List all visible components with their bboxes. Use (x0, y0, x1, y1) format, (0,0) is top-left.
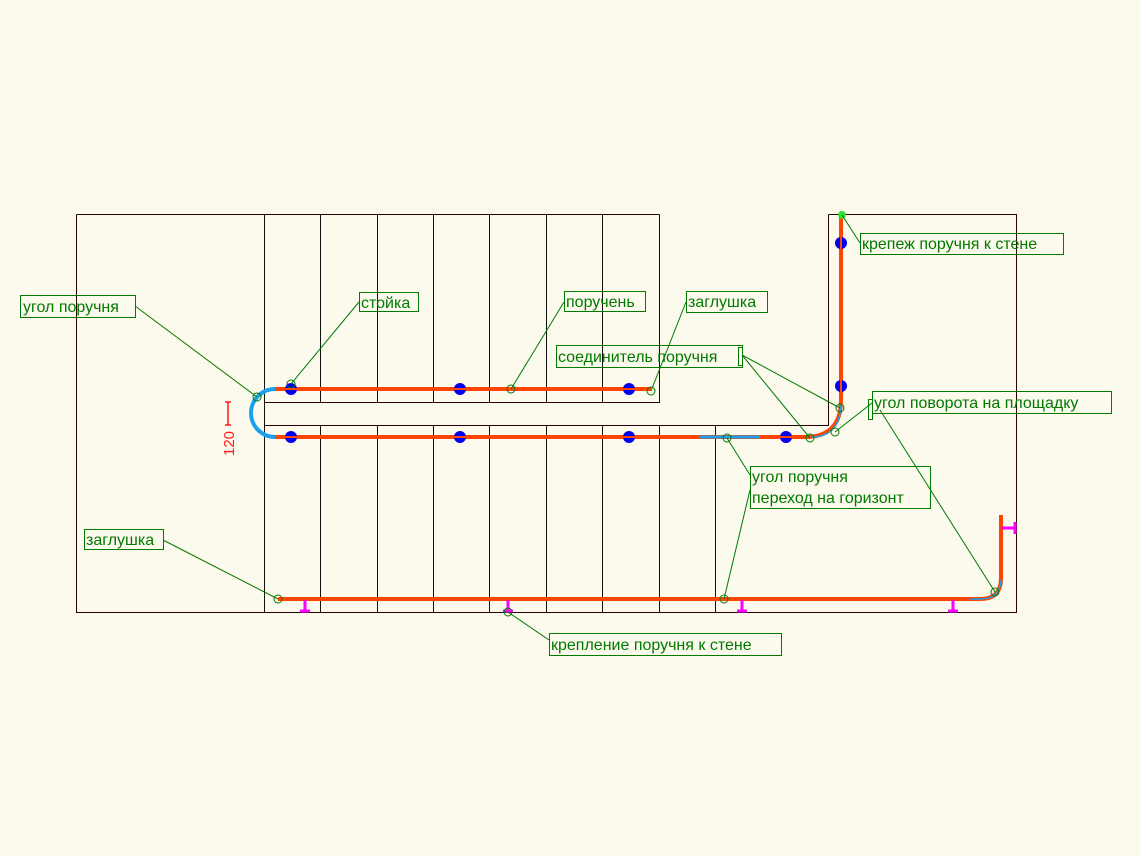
svg-text:угол поручня: угол поручня (752, 469, 848, 486)
handrail-corner-left (249, 387, 276, 439)
callout-wall-mount-top: крепеж поручня к стене (860, 233, 1064, 255)
callout-post: стойка (359, 292, 419, 312)
svg-text:соединитель поручня: соединитель поручня (558, 349, 717, 366)
svg-text:стойка: стойка (361, 295, 410, 312)
callout-corner-left: угол поручня (20, 295, 136, 318)
posts (285, 237, 847, 443)
callout-nodes (252, 211, 1000, 617)
callout-wall-mount-bottom: крепление поручня к стене (549, 633, 782, 656)
callout-end-cap-bottom: заглушка (84, 529, 164, 550)
wall-brackets (300, 522, 1017, 613)
svg-text:крепеж поручня к стене: крепеж поручня к стене (862, 236, 1037, 253)
dimension-value: 120 (221, 431, 238, 456)
handrail-lower (275, 216, 843, 439)
svg-text:поручень: поручень (566, 294, 635, 311)
stair-treads (264, 214, 716, 612)
svg-text:переход на горизонт: переход на горизонт (752, 490, 904, 507)
callout-end-cap-top: заглушка (686, 291, 768, 313)
callout-corner-horizontal: угол поручня переход на горизонт (750, 466, 931, 509)
leader-lines (134, 214, 996, 641)
svg-text:крепление поручня к стене: крепление поручня к стене (551, 637, 752, 654)
stair-outline (76, 214, 1017, 613)
svg-text:угол поручня: угол поручня (23, 299, 119, 316)
svg-text:заглушка: заглушка (86, 532, 154, 549)
callout-landing-turn: угол поворота на площадку (868, 391, 1112, 420)
dimension-120: 120 (221, 401, 238, 456)
handrail-wall (278, 515, 1003, 601)
callout-connector: соединитель поручня (556, 345, 743, 368)
svg-text:угол поворота на площадку: угол поворота на площадку (874, 395, 1078, 412)
svg-text:заглушка: заглушка (688, 294, 756, 311)
callout-handrail: поручень (564, 291, 646, 312)
